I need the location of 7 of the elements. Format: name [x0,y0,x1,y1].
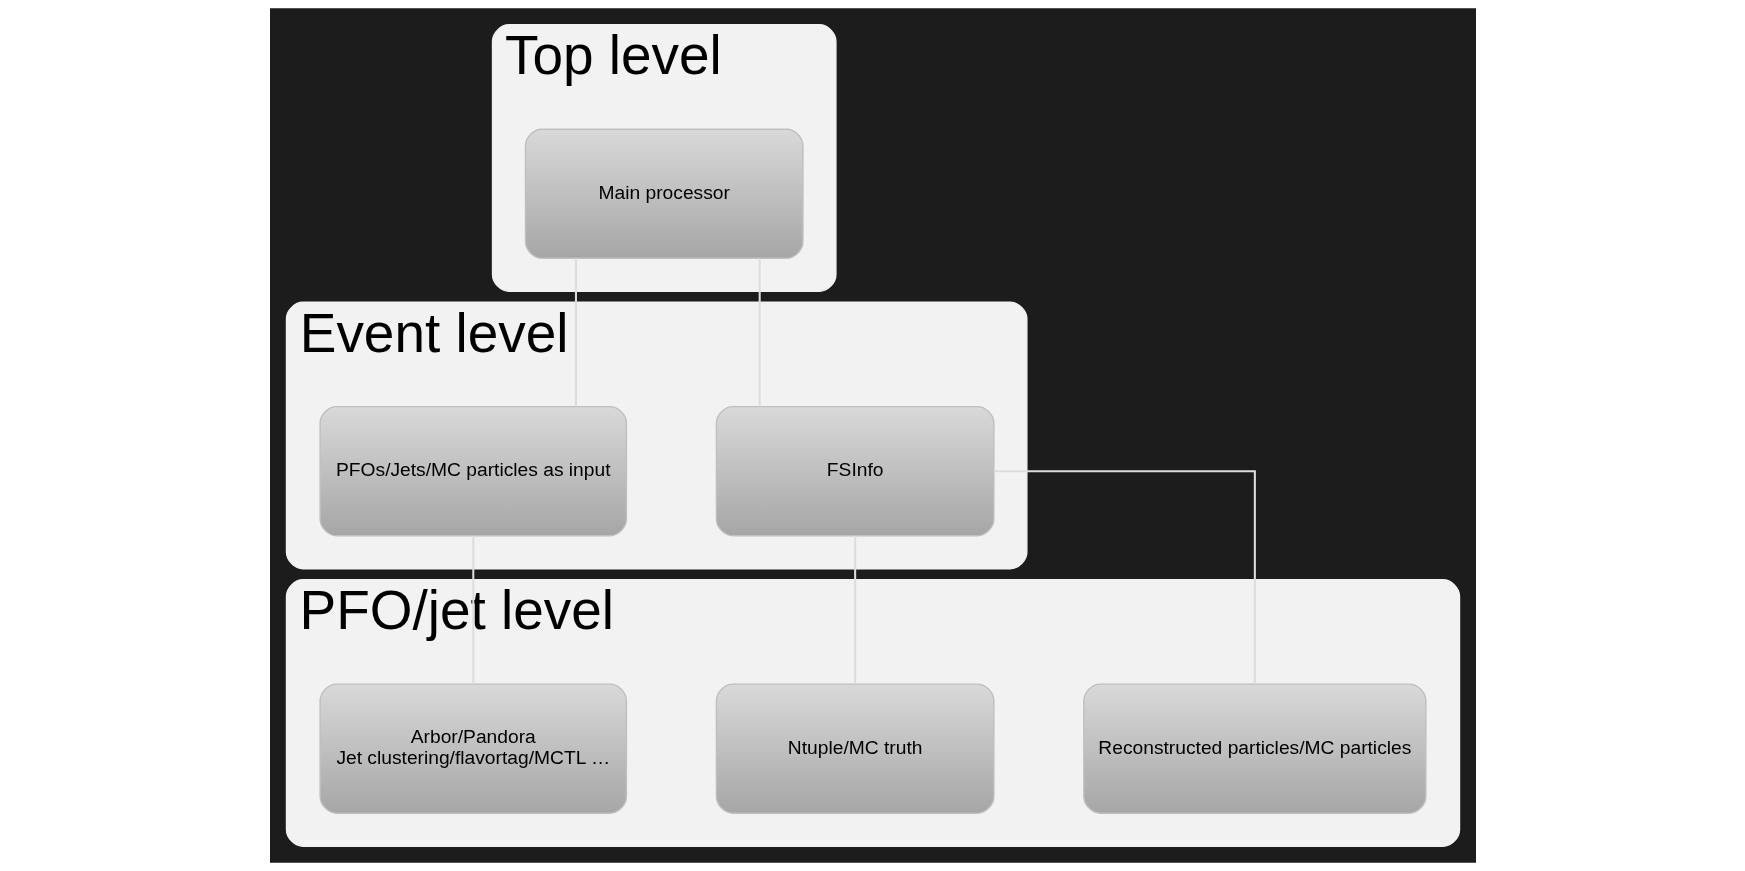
node-box: PFOs/Jets/MC particles as input [318,405,627,537]
node-box: Ntuple/MC truth [715,683,995,814]
node-box: Main processor [524,128,804,259]
node-box: FSInfo [715,405,995,537]
node-box: Arbor/Pandora Jet clustering/flavortag/MCTL … [318,683,627,814]
node-box: Reconstructed particles/MC particles [1082,683,1427,814]
connector [993,470,1256,684]
